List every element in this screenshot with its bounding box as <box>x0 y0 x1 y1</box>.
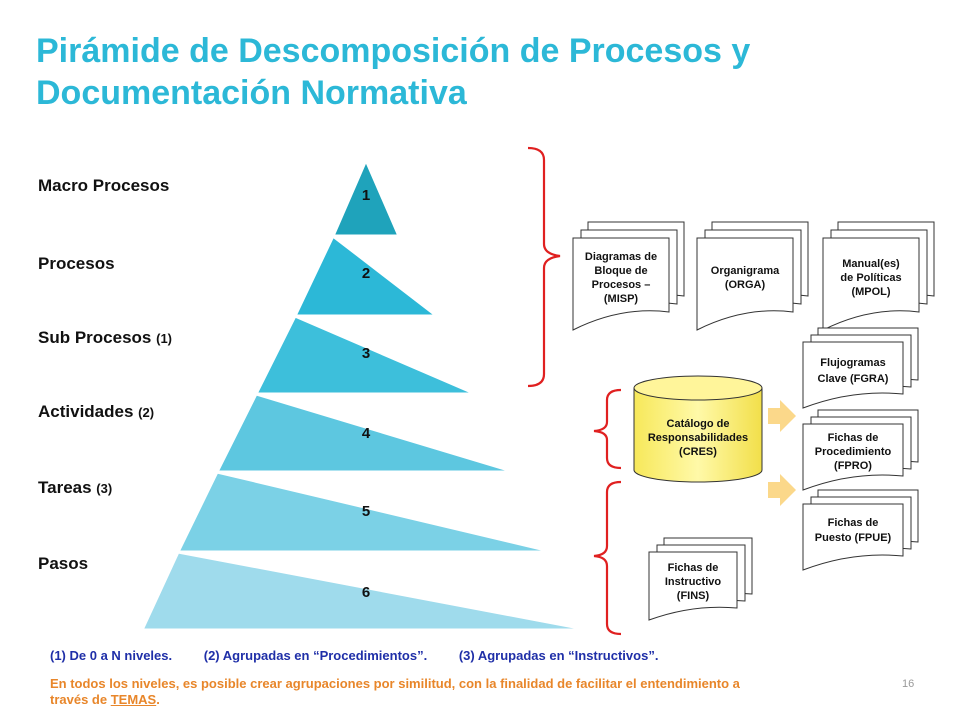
svg-text:(MPOL): (MPOL) <box>851 286 890 298</box>
svg-text:Instructivo: Instructivo <box>665 576 722 588</box>
svg-text:Procesos –: Procesos – <box>592 279 651 291</box>
level-note: (3) <box>96 481 113 496</box>
level-note: (1) <box>156 331 172 346</box>
document-fgra: Flujogramas Clave (FGRA) <box>802 327 919 409</box>
page-title: Pirámide de Descomposición de Procesos y… <box>36 32 751 112</box>
svg-text:Organigrama: Organigrama <box>711 265 780 277</box>
svg-text:Fichas de: Fichas de <box>828 432 879 444</box>
temas-link[interactable]: TEMAS <box>110 692 157 707</box>
document-misp: Diagramas de Bloque de Procesos – (MISP) <box>572 221 685 331</box>
arrows <box>768 400 796 506</box>
level-label-procesos: Procesos <box>38 254 115 273</box>
footnote-3: (3) Agrupadas en “Instructivos”. <box>458 648 659 663</box>
pyramid-level-4 <box>214 392 516 474</box>
level-label-pasos: Pasos <box>38 554 89 573</box>
svg-text:Fichas de: Fichas de <box>668 562 719 574</box>
svg-text:Fichas de: Fichas de <box>828 517 879 529</box>
pyramid-level-1 <box>330 156 402 238</box>
svg-text:(CRES): (CRES) <box>679 446 717 458</box>
level-note: (2) <box>138 405 155 420</box>
level-number-2: 2 <box>362 265 370 282</box>
level-label-actividades: Actividades (2) <box>38 402 155 421</box>
bracket-upper <box>527 146 561 388</box>
arrow-right-icon <box>768 400 796 432</box>
svg-text:Manual(es): Manual(es) <box>842 258 900 270</box>
bottom-note: En todos los niveles, es posible crear a… <box>50 676 740 707</box>
document-orga: Organigrama (ORGA) <box>696 221 809 331</box>
svg-text:Diagramas de: Diagramas de <box>585 251 657 263</box>
bracket-lower <box>593 480 622 636</box>
footnote-2: (2) Agrupadas en “Procedimientos”. <box>203 648 428 663</box>
document-mpol: Manual(es) de Políticas (MPOL) <box>822 221 935 331</box>
svg-text:(FPRO): (FPRO) <box>834 460 872 472</box>
svg-text:Catálogo de: Catálogo de <box>667 418 730 430</box>
svg-text:Procedimiento: Procedimiento <box>815 446 892 458</box>
arrow-right-icon <box>768 474 796 506</box>
pyramid: 1 2 3 4 5 6 <box>139 156 591 632</box>
level-number-5: 5 <box>362 503 370 520</box>
svg-text:Bloque de: Bloque de <box>594 265 647 277</box>
brackets <box>527 146 622 636</box>
page-number: 16 <box>902 678 915 690</box>
pyramid-level-5 <box>175 470 555 554</box>
document-fpue: Fichas de Puesto (FPUE) <box>802 489 919 571</box>
document-fins: Fichas de Instructivo (FINS) <box>648 537 753 621</box>
pyramid-level-2 <box>292 233 442 318</box>
svg-text:Puesto (FPUE): Puesto (FPUE) <box>815 532 892 544</box>
level-number-3: 3 <box>362 345 370 362</box>
svg-text:(ORGA): (ORGA) <box>725 279 766 291</box>
level-number-1: 1 <box>362 187 370 204</box>
level-number-6: 6 <box>362 584 370 601</box>
svg-text:Clave (FGRA): Clave (FGRA) <box>818 373 889 385</box>
pyramid-level-6 <box>139 550 591 632</box>
level-label-tareas: Tareas (3) <box>38 478 113 497</box>
document-fpro: Fichas de Procedimiento (FPRO) <box>802 409 919 491</box>
level-label-sub-procesos: Sub Procesos (1) <box>38 328 172 347</box>
level-label-macro-procesos: Macro Procesos <box>38 176 170 195</box>
footnote-1: (1) De 0 a N niveles. <box>50 648 173 663</box>
bracket-middle <box>593 388 622 470</box>
level-number-4: 4 <box>362 425 371 442</box>
svg-text:de Políticas: de Políticas <box>840 272 901 284</box>
catalog-cylinder: Catálogo de Responsabilidades (CRES) <box>633 375 763 483</box>
footnotes: (1) De 0 a N niveles. (2) Agrupadas en “… <box>50 648 686 663</box>
pyramid-level-3 <box>253 314 477 396</box>
svg-text:Flujogramas: Flujogramas <box>820 357 885 369</box>
svg-text:(MISP): (MISP) <box>604 293 639 305</box>
svg-text:(FINS): (FINS) <box>677 590 710 602</box>
svg-text:Responsabilidades: Responsabilidades <box>648 432 748 444</box>
